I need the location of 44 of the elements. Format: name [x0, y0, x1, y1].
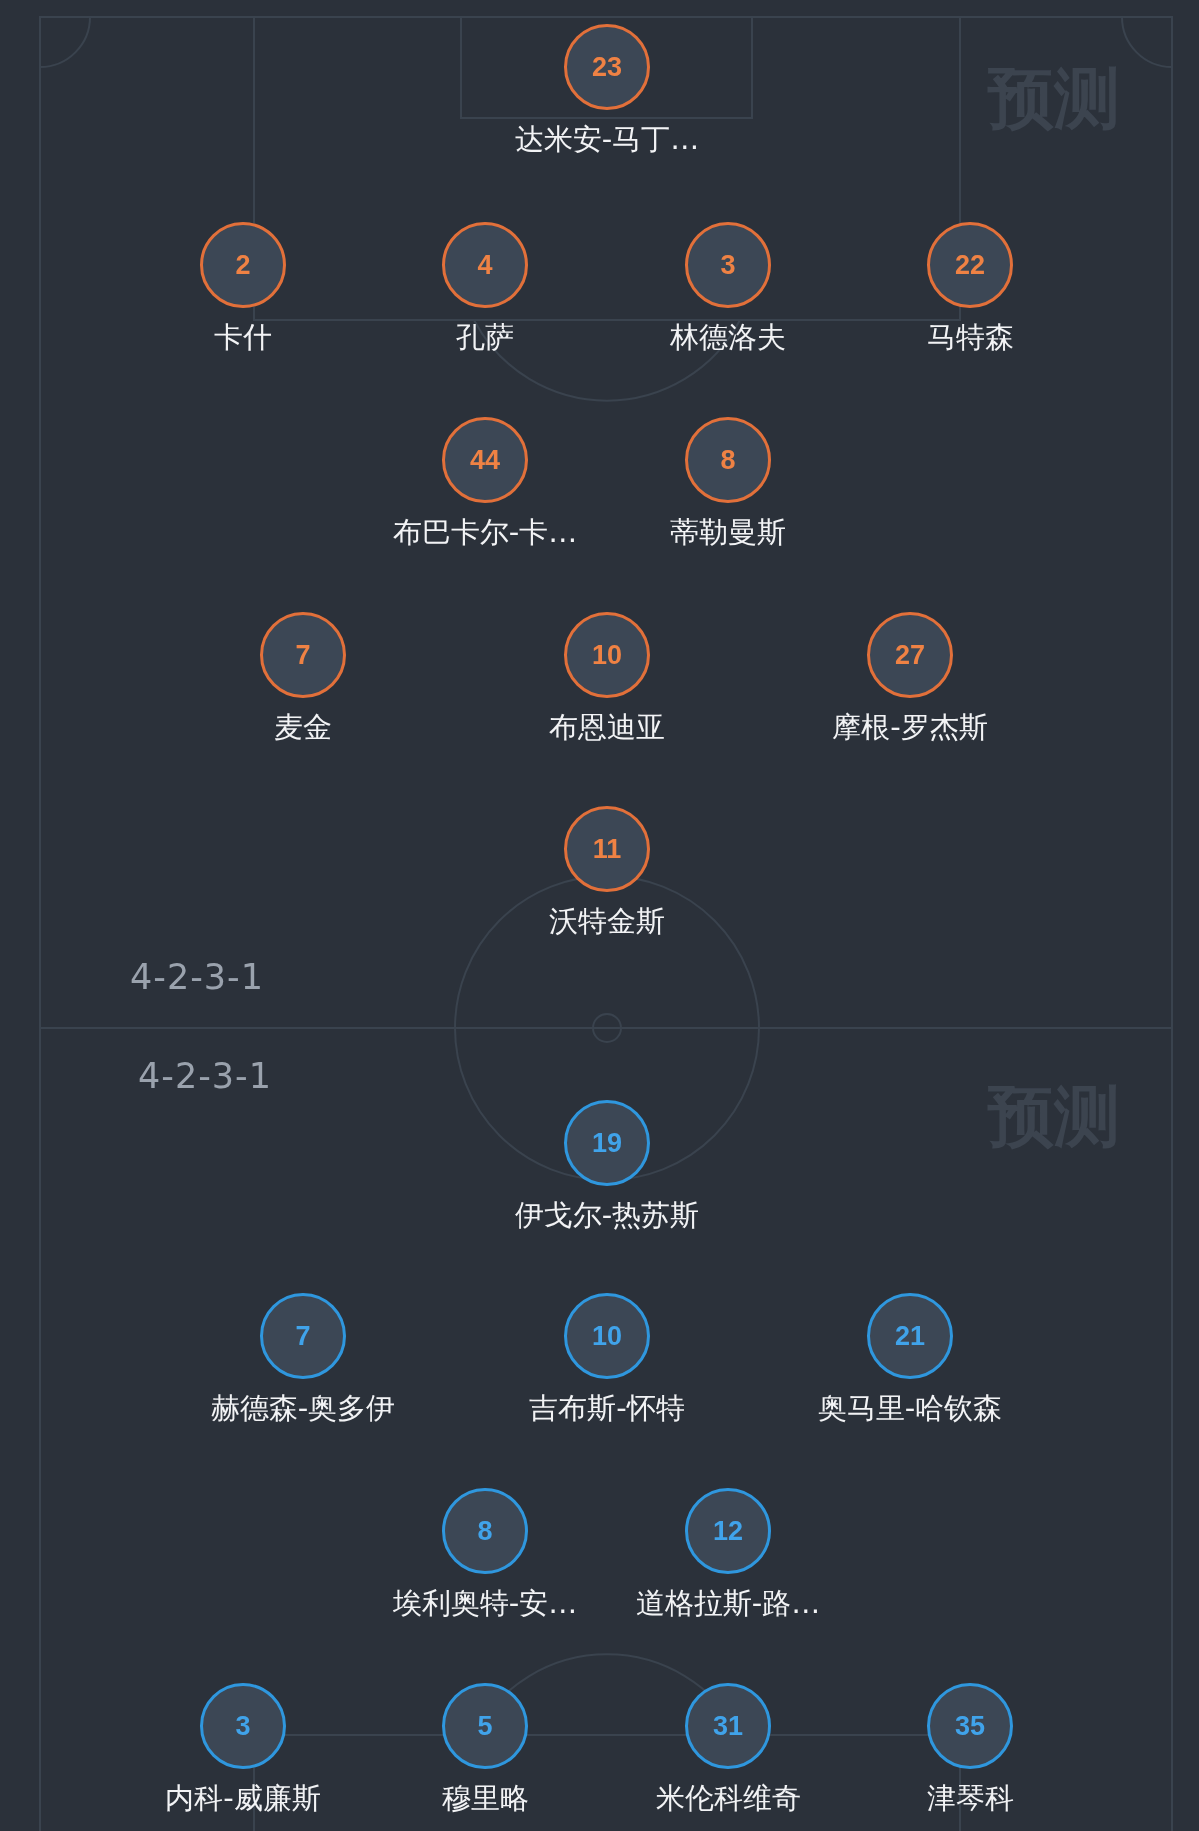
- player-number-marker: 27: [867, 612, 953, 698]
- player-number-marker: 5: [442, 1683, 528, 1769]
- player-number-marker: 44: [442, 417, 528, 503]
- player-number-marker: 21: [867, 1293, 953, 1379]
- player-name: 布恩迪亚: [549, 709, 665, 745]
- player-name: 达米安-马丁…: [514, 121, 700, 157]
- player-name: 沃特金斯: [549, 903, 665, 939]
- player-name: 埃利奥特-安…: [392, 1585, 578, 1621]
- player-number-marker: 22: [927, 222, 1013, 308]
- player-name: 吉布斯-怀特: [529, 1390, 685, 1426]
- player-number-marker: 10: [564, 1293, 650, 1379]
- player-number-marker: 31: [685, 1683, 771, 1769]
- player-name: 马特森: [926, 319, 1014, 355]
- player-name: 穆里略: [441, 1780, 529, 1816]
- player-name: 赫德森-奥多伊: [210, 1390, 396, 1426]
- player-number-marker: 35: [927, 1683, 1013, 1769]
- player-number-marker: 8: [442, 1488, 528, 1574]
- formation-label: 4-2-3-1: [130, 956, 264, 998]
- player-name: 道格拉斯-路…: [635, 1585, 821, 1621]
- player-number-marker: 3: [685, 222, 771, 308]
- player-name: 伊戈尔-热苏斯: [514, 1197, 700, 1233]
- player-name: 米伦科维奇: [655, 1780, 801, 1816]
- player-number-marker: 4: [442, 222, 528, 308]
- player-name: 麦金: [274, 709, 332, 745]
- formation-label: 4-2-3-1: [138, 1055, 272, 1097]
- player-number-marker: 11: [564, 806, 650, 892]
- player-number-marker: 3: [200, 1683, 286, 1769]
- player-number-marker: 2: [200, 222, 286, 308]
- player-number-marker: 23: [564, 24, 650, 110]
- player-number-marker: 12: [685, 1488, 771, 1574]
- player-number-marker: 7: [260, 1293, 346, 1379]
- player-name: 蒂勒曼斯: [670, 514, 786, 550]
- player-name: 卡什: [214, 319, 272, 355]
- player-name: 布巴卡尔-卡…: [392, 514, 578, 550]
- player-name: 内科-威廉斯: [165, 1780, 321, 1816]
- player-number-marker: 19: [564, 1100, 650, 1186]
- player-name: 津琴科: [926, 1780, 1014, 1816]
- player-number-marker: 7: [260, 612, 346, 698]
- player-name: 摩根-罗杰斯: [832, 709, 988, 745]
- player-name: 奥马里-哈钦森: [817, 1390, 1003, 1426]
- player-name: 林德洛夫: [670, 319, 786, 355]
- player-number-marker: 10: [564, 612, 650, 698]
- player-name: 孔萨: [456, 319, 514, 355]
- player-number-marker: 8: [685, 417, 771, 503]
